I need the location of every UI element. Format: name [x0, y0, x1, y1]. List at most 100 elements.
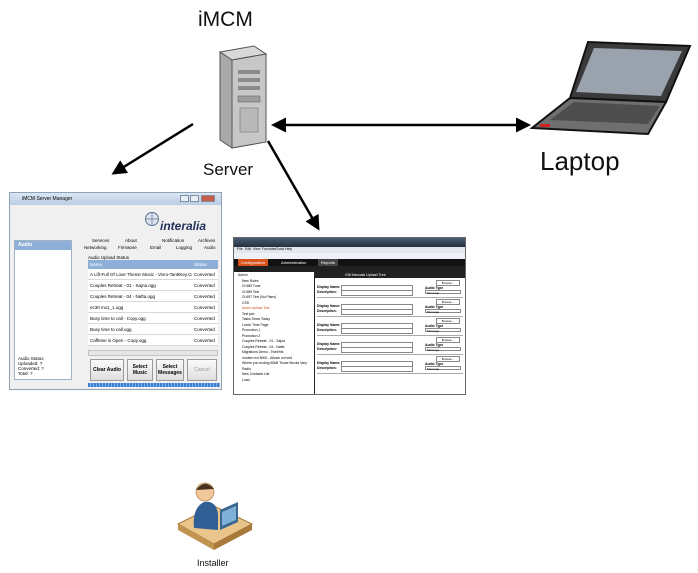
uploaded-label: Uploaded: ? [18, 361, 43, 366]
tree-item[interactable]: Couples Retreat - 01 - Sajna [242, 339, 285, 343]
description-label: Description: [317, 309, 337, 313]
audio-type-label: Audio Type [425, 343, 444, 347]
description-field[interactable] [341, 290, 413, 296]
tree-item[interactable]: Gl 689 Test [242, 289, 260, 294]
upload-block: Browse...Display Name:Description:Audio … [317, 280, 463, 298]
tree-item[interactable]: Gl 697 Text (No Plans) [242, 295, 277, 299]
tree-item[interactable]: Radio [242, 366, 251, 371]
tab-archives[interactable]: Archives [198, 238, 216, 243]
interalia-logo: interalia [160, 219, 207, 233]
audio-type-label: Audio Type [425, 362, 444, 366]
tree-item[interactable]: Tasks Show Today [242, 317, 271, 321]
audio-type-select[interactable]: Message [425, 366, 461, 371]
minimize-icon[interactable] [180, 195, 189, 202]
browse-button[interactable]: Browse... [436, 299, 460, 305]
tab-services[interactable]: Services [92, 238, 110, 243]
table-row[interactable]: A Lift-Full Of Love Theme Music - Vivro-… [88, 269, 218, 280]
tree-item[interactable]: Promotion 1 [242, 328, 261, 332]
browse-button[interactable]: Browse... [436, 280, 460, 286]
arrow-server-to-config [266, 140, 320, 231]
menu-file[interactable]: File [237, 247, 243, 251]
col-status[interactable]: Status [191, 260, 218, 269]
description-field[interactable] [341, 366, 413, 372]
panel-header: Gift Manuals Upload Tree [315, 272, 465, 278]
tab-notification[interactable]: Notification [162, 238, 185, 243]
settings-tabs: Services About Notification Archives Net… [80, 238, 220, 258]
upload-block: Browse...Display Name:Description:Audio … [317, 356, 463, 374]
browse-button[interactable]: Browse... [436, 318, 460, 324]
configuration-browser-window: File Edit View Favorites Tools Help Conf… [233, 237, 466, 395]
description-field[interactable] [341, 309, 413, 315]
audio-status-title: Audio Status [18, 356, 44, 361]
description-label: Description: [317, 347, 337, 351]
tab-configuration[interactable]: Configuration [238, 259, 268, 266]
display-name-label: Display Name: [317, 361, 341, 365]
tree-item[interactable]: Gl 689 Tune [242, 284, 261, 288]
tab-administration[interactable]: Administration [281, 260, 307, 265]
close-icon[interactable] [201, 195, 215, 202]
tree-item[interactable]: Load [242, 377, 250, 382]
browser-menubar: File Edit View Favorites Tools Help [234, 247, 465, 253]
tab-about[interactable]: About [125, 238, 137, 243]
cancel-button[interactable]: Cancel [187, 359, 217, 381]
server-manager-window: iMCM Server Manager interalia Audio Audi… [9, 192, 222, 390]
tree-item[interactable]: Where you ending 60kill Those Mucks Vary [242, 361, 307, 365]
tree-item[interactable]: Couples Retreat - 04 - Nafta [242, 344, 285, 349]
laptop-icon [530, 40, 692, 136]
description-label: Description: [317, 328, 337, 332]
tab-logging[interactable]: Logging [176, 245, 193, 250]
menu-tools[interactable]: Tools [276, 247, 285, 251]
clear-audio-button[interactable]: Clear Audio [90, 359, 124, 381]
tree-item[interactable]: New Contacts List [242, 372, 270, 376]
select-music-button[interactable]: Select Music [127, 359, 153, 381]
tree-item[interactable]: New Rules [242, 278, 259, 283]
menu-view[interactable]: View [253, 247, 261, 251]
converted-label: Converted: ? [18, 366, 44, 371]
audio-type-select[interactable]: Message [425, 309, 461, 314]
tab-email[interactable]: Email [150, 245, 162, 250]
tab-audio[interactable]: Audio [204, 245, 216, 250]
audio-type-select[interactable]: Message [425, 347, 461, 352]
browse-button[interactable]: Browse... [436, 337, 460, 343]
select-messages-button[interactable]: Select Messages [156, 359, 184, 381]
audio-type-select[interactable]: Message [425, 290, 461, 295]
maximize-icon[interactable] [190, 195, 199, 202]
audio-status-block: Audio Status Uploaded: ? Converted: ? To… [18, 356, 44, 376]
menu-edit[interactable]: Edit [245, 247, 252, 251]
tab-reports[interactable]: Reports [318, 259, 339, 266]
tree-item[interactable]: modem ext 6000 - Allows on hold [242, 355, 292, 360]
tab-firmware[interactable]: Firmware [118, 245, 137, 250]
tree-item[interactable]: Test pwr [242, 311, 255, 316]
tree-item[interactable]: Admin [238, 273, 248, 277]
tree-item[interactable]: Audio Upload Test [242, 306, 270, 310]
imcm-title: iMCM [198, 8, 253, 31]
tree-toolbar [234, 266, 314, 272]
tab-networking[interactable]: Networking [84, 245, 107, 250]
description-field[interactable] [341, 328, 413, 334]
upload-panel: Gift Manuals Upload Tree Browse...Displa… [315, 266, 465, 394]
tree-item[interactable]: CSS [242, 300, 249, 305]
sidebar-header: Audio [15, 241, 71, 250]
tree-item[interactable]: Migrations Demo - TwinHits [242, 350, 284, 354]
tree-item[interactable]: Lunch Time Page [242, 322, 269, 327]
display-name-label: Display Name: [317, 304, 341, 308]
tree-item[interactable]: Promotion 2 [242, 333, 261, 338]
browse-button[interactable]: Browse... [436, 356, 460, 362]
description-field[interactable] [341, 347, 413, 353]
menu-help[interactable]: Help [285, 247, 293, 251]
total-label: Total: ? [18, 371, 33, 376]
audio-type-select[interactable]: Message [425, 328, 461, 333]
menu-favorites[interactable]: Favorites [262, 247, 277, 251]
description-label: Description: [317, 290, 337, 294]
display-name-label: Display Name: [317, 342, 341, 346]
horizontal-scrollbar[interactable] [88, 350, 218, 356]
col-name[interactable]: Name [88, 260, 192, 269]
